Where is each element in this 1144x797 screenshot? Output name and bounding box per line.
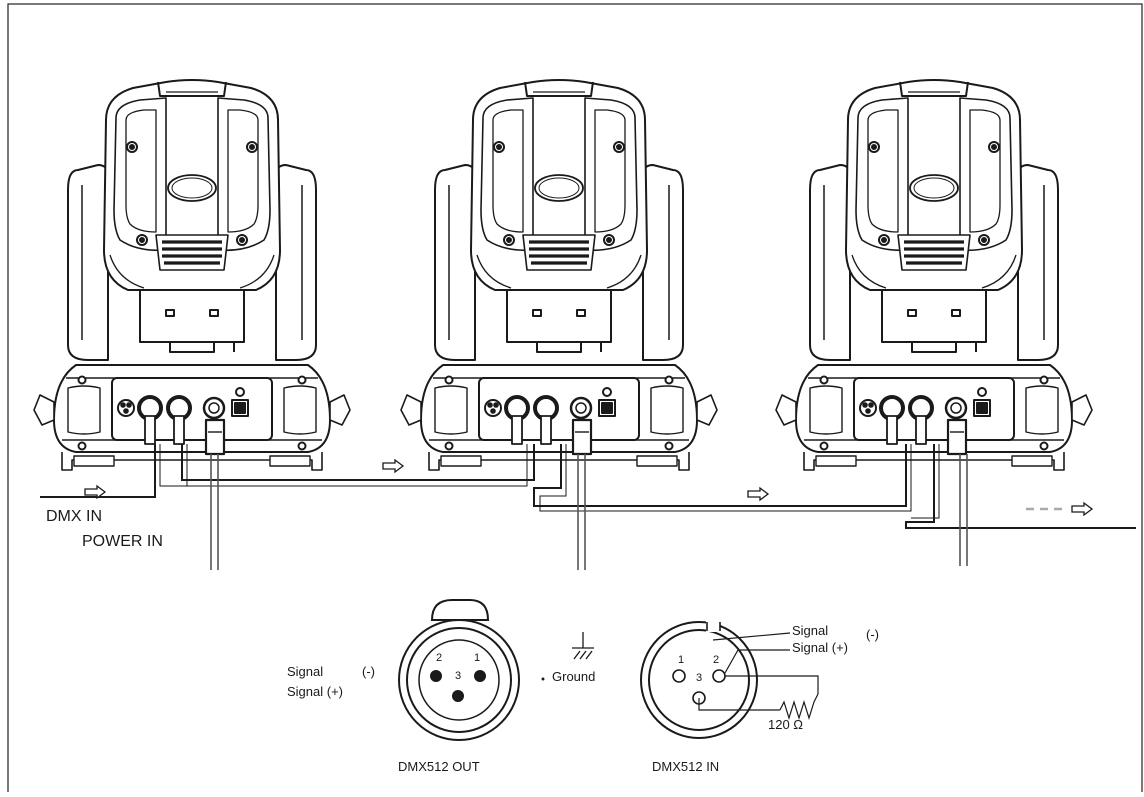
signal-leader-lines	[698, 632, 819, 721]
dmx-continue-arrow-head	[1071, 502, 1093, 516]
ground-label: Ground	[552, 669, 596, 684]
out-minus-label: (-)	[362, 664, 375, 679]
moving-head-fixture-2	[399, 78, 719, 472]
dmx-cable-shadow	[159, 444, 940, 519]
in-pin-3: 3	[696, 672, 703, 684]
dmx512-out-caption: DMX512 OUT	[398, 759, 480, 774]
in-minus-label: (-)	[866, 627, 879, 642]
power-cables	[210, 454, 968, 570]
out-signal-plus-label: Signal (+)	[287, 684, 343, 699]
moving-head-fixture-3	[774, 78, 1094, 472]
out-pin-2: 2	[436, 652, 443, 664]
in-pin-1: 1	[678, 654, 685, 666]
out-pin-3: 3	[455, 670, 462, 682]
dmx-cable-chain	[40, 444, 1136, 529]
dmx-flow-arrow-2	[382, 459, 404, 473]
power-in-label: POWER IN	[82, 533, 163, 550]
in-signal-plus-label: Signal (+)	[792, 640, 848, 655]
moving-head-fixture-1	[32, 78, 352, 472]
in-pin-2: 2	[713, 654, 720, 666]
resistor-label: 120 Ω	[768, 717, 804, 732]
dmx512-out-connector	[398, 599, 520, 741]
dmx-flow-arrow-3	[747, 487, 769, 501]
out-pin-1: 1	[474, 652, 481, 664]
in-signal-minus-label: Signal	[792, 623, 829, 638]
out-signal-minus-label: Signal	[287, 664, 324, 679]
dmx-in-label: DMX IN	[46, 508, 102, 525]
dmx512-in-connector	[640, 616, 758, 739]
dmx512-in-caption: DMX512 IN	[652, 759, 720, 774]
ground-symbol	[541, 632, 594, 681]
